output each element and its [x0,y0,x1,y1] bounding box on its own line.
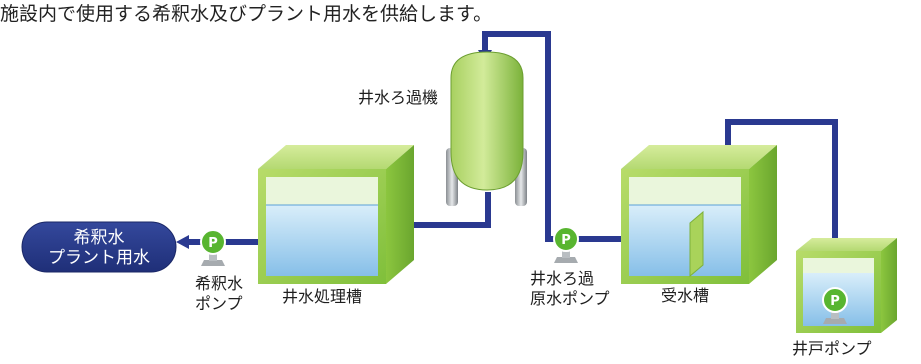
pump-symbol: P [561,233,571,248]
treatment-tank-label: 井水処理槽 [282,287,363,306]
pump-symbol: P [830,294,840,309]
dilution-pump-label-line2: ポンプ [195,294,243,313]
well-pit [796,238,897,333]
pump-icon: P [822,287,848,324]
pipe-well-to-receiving [725,119,838,300]
tank-water [629,205,741,276]
arrow-icon [176,235,189,249]
pit-side [881,238,897,333]
tank-top [621,145,777,169]
pump-icon: P [200,229,226,266]
pit-top [796,238,897,251]
pump-icon: P [553,226,579,263]
tank-baffle [689,210,704,278]
raw-water-pump-label-line1: 井水ろ過 [530,269,595,288]
well-filter-label: 井水ろ過機 [358,88,439,107]
tank-top [258,145,414,169]
pump-symbol: P [208,236,218,251]
vessel-body [450,51,524,191]
page-title: 施設内で使用する希釈水及びプラント用水を供給します。 [0,3,493,25]
raw-water-pump-label-line2: 原水ポンプ [530,289,610,308]
treatment-tank [258,145,414,284]
tank-water [266,205,378,276]
pipe-filter-to-treatment [412,192,491,228]
tank-side [386,145,414,284]
output-badge [21,221,177,273]
dilution-pump-label-line1: 希釈水 [195,274,244,293]
receiving-tank [621,145,777,284]
output-label-line2: プラント用水 [48,248,150,268]
well-filter-vessel [446,51,527,206]
tank-side [749,145,777,284]
well-pump-label: 井戸ポンプ [792,339,872,358]
receiving-tank-label: 受水槽 [661,286,710,305]
output-label-line1: 希釈水 [73,228,125,248]
